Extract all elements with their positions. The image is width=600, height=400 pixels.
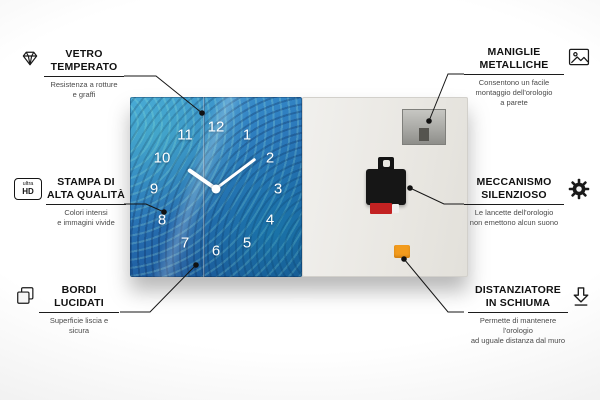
- foam-spacer: [394, 245, 410, 258]
- callout-distanziatore-schiuma: DISTANZIATORE IN SCHIUMA Permette di man…: [468, 284, 590, 345]
- mechanism-hanging-hook: [378, 157, 394, 171]
- callout-subtitle: Resistenza a rotture e graffi: [50, 80, 118, 99]
- clock-number: 6: [211, 242, 221, 260]
- callout-title: VETRO TEMPERATO: [44, 48, 124, 78]
- clock-number: 5: [242, 234, 252, 252]
- callout-title: DISTANZIATORE IN SCHIUMA: [468, 284, 568, 314]
- ultra-hd-icon-label: ultra: [22, 181, 34, 188]
- clock-mechanism: [366, 157, 406, 217]
- picture-frame-icon: [568, 48, 590, 66]
- clock-number: 12: [207, 118, 225, 136]
- clock-number: 10: [153, 149, 171, 167]
- bracket-slot: [419, 128, 429, 141]
- clock-number: 9: [149, 180, 159, 198]
- mechanism-body: [366, 169, 406, 205]
- callout-subtitle: Superficie liscia e sicura: [49, 316, 109, 335]
- arrow-down-icon: [572, 286, 590, 307]
- callout-vetro-temperato: VETRO TEMPERATO Resistenza a rotture e g…: [20, 48, 124, 100]
- mechanism-battery: [370, 203, 392, 214]
- mechanism-battery-tip: [392, 204, 399, 213]
- layers-icon: [16, 286, 35, 305]
- callout-subtitle: Consentono un facile montaggio dell'orol…: [475, 78, 553, 107]
- gear-icon: [568, 178, 590, 200]
- clock-front-face: 12 1 2 3 4 5 6 7 8 9 10 11: [130, 97, 302, 277]
- clock-number: 7: [180, 234, 190, 252]
- callout-meccanismo-silenzioso: MECCANISMO SILENZIOSO Le lancette dell'o…: [464, 176, 590, 228]
- clock-number: 8: [157, 211, 167, 229]
- clock-number: 4: [265, 211, 275, 229]
- clock-number: 2: [265, 149, 275, 167]
- glass-seam: [203, 97, 205, 277]
- callout-title: MANIGLIE METALLICHE: [464, 46, 564, 76]
- clock-minute-hand: [215, 157, 257, 191]
- callout-maniglie-metalliche: MANIGLIE METALLICHE Consentono un facile…: [464, 46, 590, 107]
- diamond-icon: [20, 50, 40, 67]
- callout-subtitle: Colori intensi e immagini vivide: [57, 208, 115, 227]
- clock-number: 1: [242, 126, 252, 144]
- ultra-hd-icon: ultra HD: [14, 178, 42, 200]
- clock-center-cap: [211, 184, 221, 194]
- callout-stampa-alta-qualita: ultra HD STAMPA DI ALTA QUALITÀ Colori i…: [14, 176, 126, 228]
- callout-subtitle: Le lancette dell'orologio non emettono a…: [469, 208, 559, 227]
- clock-number: 11: [177, 126, 193, 144]
- clock-number: 3: [273, 180, 283, 198]
- clock-product-photo: 12 1 2 3 4 5 6 7 8 9 10 11: [130, 97, 468, 277]
- callout-title: STAMPA DI ALTA QUALITÀ: [46, 176, 126, 206]
- ultra-hd-icon-label: HD: [22, 186, 34, 196]
- callout-title: MECCANISMO SILENZIOSO: [464, 176, 564, 206]
- metal-hanger-bracket: [402, 109, 446, 145]
- callout-title: BORDI LUCIDATI: [39, 284, 119, 314]
- callout-bordi-lucidati: BORDI LUCIDATI Superficie liscia e sicur…: [16, 284, 119, 336]
- clock-back-panel: [302, 97, 468, 277]
- callout-subtitle: Permette di mantenere l'orologio ad ugua…: [470, 316, 566, 345]
